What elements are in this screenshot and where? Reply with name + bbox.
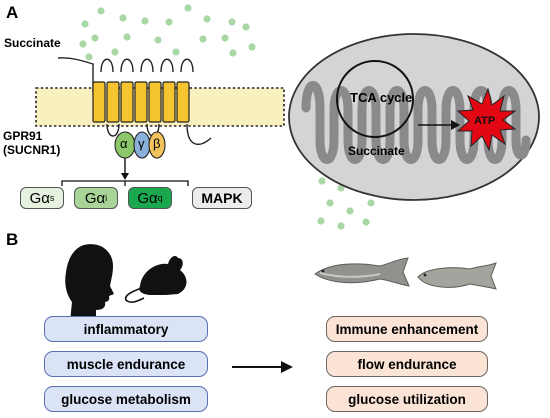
tca-cycle-label: TCA cycle [350,90,413,105]
receptor-n-terminus [57,57,94,92]
succinate-ligand-label: Succinate [4,36,61,50]
transfer-arrow-head [281,361,293,373]
atp-burst [456,87,517,152]
effect-flow-endurance: flow endurance [326,351,488,377]
tca-cycle-circle [336,60,414,138]
gamma-subunit-label: γ [138,136,145,151]
succinate-molecules-top [79,4,256,61]
human-head-icon [65,244,114,322]
tca-to-atp-arrow-head [451,120,460,130]
effect-inflammatory: inflammatory [44,316,208,342]
panel-b-label: B [6,230,19,249]
effect-immune-enhancement: Immune enhancement [326,316,488,342]
receptor-name: GPR91 [3,129,43,143]
mapk-box: MAPK [192,187,252,209]
signal-arrow-head [121,173,129,180]
g-protein-branch [61,180,189,186]
alpha-subunit-label: α [120,136,128,151]
atp-label: ATP [474,115,496,127]
effect-glucose-utilization: glucose utilization [326,386,488,412]
effect-muscle-endurance: muscle endurance [44,351,208,377]
g-beta-subunit [148,131,166,159]
receptor-alias: (SUCNR1) [3,143,61,157]
receptor-loops [100,58,212,145]
mouse-icon [124,256,187,303]
trout-fish-icon [314,257,410,287]
fish-icon [417,262,497,290]
mito-succinate-label: Succinate [348,144,405,158]
beta-subunit-label: β [153,136,161,151]
effect-glucose-metabolism: glucose metabolism [44,386,208,412]
panel-a-label: A [6,3,19,22]
receptor-helices [92,81,190,123]
